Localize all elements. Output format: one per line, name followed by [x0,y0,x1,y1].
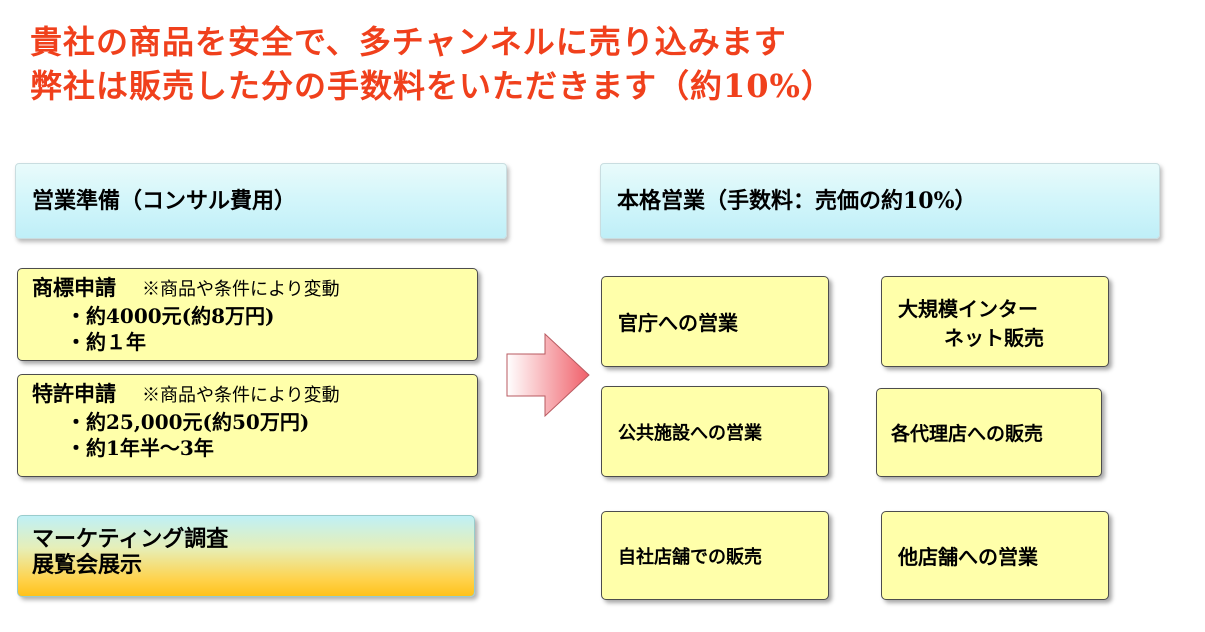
agency-sales-label: 各代理店への販売 [891,423,1044,445]
other-store-sales-label: 他店舗への営業 [898,545,1038,569]
government-sales-box: 官庁への営業 [601,276,829,367]
public-facility-sales-label: 公共施設への営業 [618,422,762,444]
patent-note: ※商品や条件により変動 [142,385,340,406]
patent-item-cost: ・約25,000元(約50万円) [66,410,310,434]
patent-box: 特許申請 ※商品や条件により変動 ・約25,000元(約50万円) ・約1年半～3… [17,374,478,477]
patent-title: 特許申請 [32,381,116,406]
headline-line-1: 貴社の商品を安全で、多チャンネルに売り込みます [30,23,787,61]
trademark-title: 商標申請 [32,275,116,300]
public-facility-sales-box: 公共施設への営業 [601,386,829,477]
own-store-sales-box: 自社店舗での販売 [601,511,829,600]
trademark-note: ※商品や条件により変動 [142,279,340,300]
trademark-box: 商標申請 ※商品や条件により変動 ・約4000元(約8万円) ・約１年 [17,268,478,361]
right-arrow-icon [506,332,590,418]
patent-item-period: ・約1年半～3年 [66,436,214,460]
marketing-line-1: マーケティング調査 [32,526,229,552]
own-store-sales-label: 自社店舗での販売 [618,546,762,568]
marketing-box: マーケティング調査 展覧会展示 [17,515,475,597]
sales-header: 本格営業（手数料：売価の約10%） [600,163,1160,239]
internet-sales-label-line-2: ネット販売 [944,325,1044,350]
internet-sales-box: 大規模インター ネット販売 [881,276,1109,367]
headline-line-2: 弊社は販売した分の手数料をいただきます（約10%） [30,67,834,105]
other-store-sales-box: 他店舗への営業 [881,511,1109,600]
internet-sales-label-line-1: 大規模インター [898,296,1038,321]
agency-sales-box: 各代理店への販売 [876,388,1102,477]
prep-header: 営業準備（コンサル費用） [15,163,507,239]
trademark-item-period: ・約１年 [66,330,146,354]
marketing-line-2: 展覧会展示 [32,552,143,578]
government-sales-label: 官庁への営業 [618,311,738,335]
trademark-item-cost: ・約4000元(約8万円) [66,304,275,328]
